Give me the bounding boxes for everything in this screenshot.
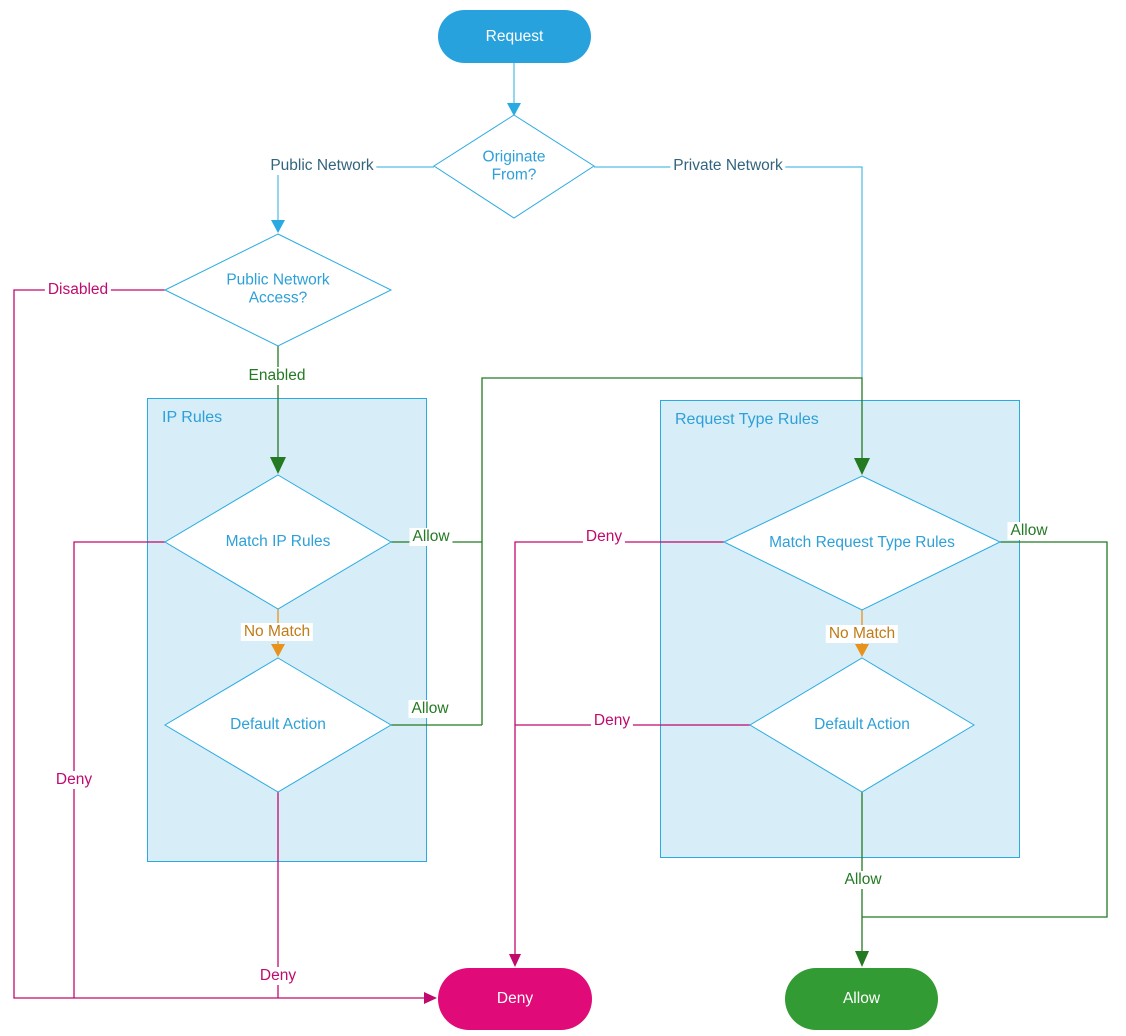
no-match-right-edge-label: No Match xyxy=(825,625,899,643)
allow-match-request-type-edge-label: Allow xyxy=(1007,522,1051,540)
private-network-edge-label: Private Network xyxy=(670,157,786,175)
public-network-edge-label: Public Network xyxy=(267,157,377,175)
arrowhead-into-public-network-access xyxy=(271,220,285,233)
allow-default-left-edge-label: Allow xyxy=(408,700,452,718)
public-network-access-label: Public Network Access? xyxy=(226,271,330,307)
allow-terminal-node: Allow xyxy=(785,968,938,1030)
request-node: Request xyxy=(438,10,591,63)
allow-terminal-label: Allow xyxy=(842,990,881,1007)
edge-allow-junction-to-match-request-type xyxy=(481,377,863,725)
match-ip-rules-diamond xyxy=(164,474,392,610)
edge-deny-from-match-ip xyxy=(73,541,165,998)
allow-to-terminal-edge-label: Allow xyxy=(841,871,885,889)
ip-rules-container-title: IP Rules xyxy=(162,409,223,426)
deny-terminal-label: Deny xyxy=(496,990,534,1007)
request-type-rules-container-title: Request Type Rules xyxy=(675,411,819,428)
arrowhead-into-allow-terminal xyxy=(855,951,869,967)
originate-from-label: Originate From? xyxy=(482,148,546,184)
match-request-type-rules-label: Match Request Type Rules xyxy=(769,533,955,551)
deny-terminal-node: Deny xyxy=(438,968,592,1030)
arrowhead-into-match-ip-rules xyxy=(270,457,286,474)
arrowhead-into-default-action-right xyxy=(855,644,869,657)
edge-allow-from-match-request-type xyxy=(862,541,1108,918)
arrowhead-into-default-action-left xyxy=(271,644,285,657)
request-node-label: Request xyxy=(485,27,544,45)
deny-match-ip-edge-label: Deny xyxy=(52,771,96,789)
arrowhead-into-deny-left xyxy=(424,992,437,1004)
arrowhead-into-match-request-type-rules xyxy=(854,458,870,475)
match-ip-rules-label: Match IP Rules xyxy=(225,532,331,550)
deny-bottom-edge-label: Deny xyxy=(256,967,300,985)
match-request-type-rules-diamond xyxy=(722,475,1002,611)
no-match-left-edge-label: No Match xyxy=(240,623,314,641)
public-network-access-diamond xyxy=(163,233,393,347)
edge-private-network xyxy=(594,166,863,378)
allow-match-ip-edge-label: Allow xyxy=(409,528,453,546)
arrowhead-into-deny-top xyxy=(509,954,521,967)
disabled-edge-label: Disabled xyxy=(44,281,112,299)
default-action-right-diamond xyxy=(749,657,975,793)
edge-deny-from-match-request-type xyxy=(514,541,724,954)
default-action-left-diamond xyxy=(164,657,392,793)
default-action-right-label: Default Action xyxy=(814,715,910,733)
deny-match-request-type-edge-label: Deny xyxy=(582,528,626,546)
default-action-left-label: Default Action xyxy=(230,715,326,733)
deny-default-right-edge-label: Deny xyxy=(590,712,634,730)
originate-from-diamond xyxy=(433,114,595,219)
request-type-rules-container: Request Type Rules xyxy=(660,400,1020,858)
arrowhead-into-originate xyxy=(507,103,521,116)
edge-disabled-to-deny xyxy=(13,289,424,999)
enabled-edge-label: Enabled xyxy=(245,367,309,385)
